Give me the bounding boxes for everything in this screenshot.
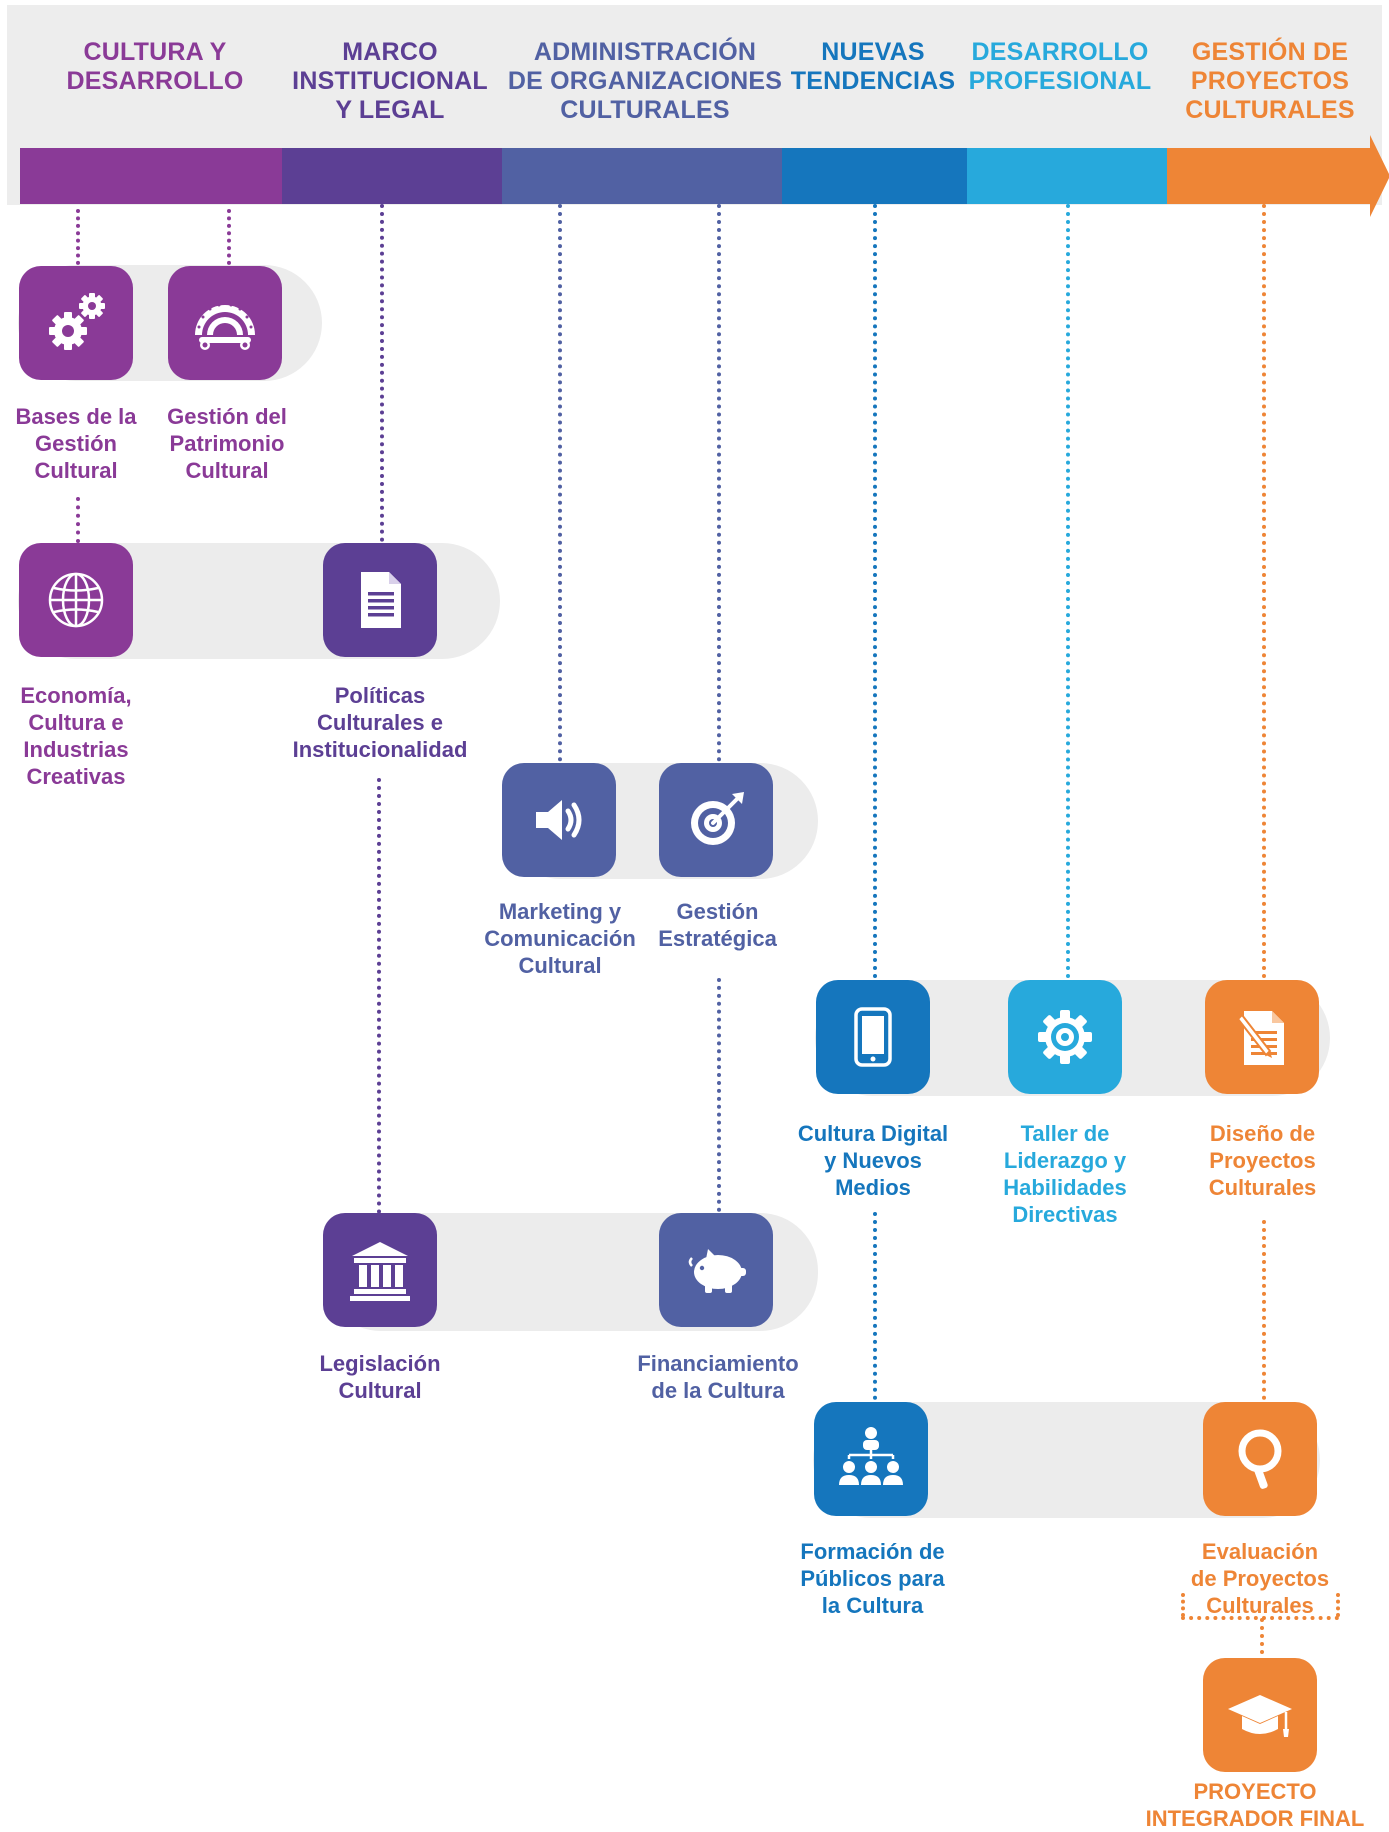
connector (76, 497, 80, 543)
target-icon (691, 792, 744, 845)
course-tile-politicas[interactable] (323, 543, 437, 657)
connector (873, 204, 877, 979)
arrow-segment-administracion (502, 148, 782, 204)
connector (76, 209, 80, 265)
connector (1066, 204, 1070, 979)
connector (1262, 204, 1266, 979)
settings-gear-icon (1038, 1010, 1092, 1064)
connector (873, 1212, 877, 1400)
edit-document-icon (1236, 1011, 1284, 1065)
connector (717, 204, 721, 762)
graduation-cap-icon (1228, 1695, 1292, 1737)
connector (1181, 1593, 1185, 1617)
course-tile-integrador[interactable] (1203, 1658, 1317, 1772)
course-tile-bases[interactable] (19, 266, 133, 380)
course-tile-diseno[interactable] (1205, 980, 1319, 1094)
piggy-bank-icon (688, 1249, 746, 1293)
connector (1336, 1593, 1340, 1617)
course-tile-patrimonio[interactable] (168, 266, 282, 380)
course-tile-financiamiento[interactable] (659, 1213, 773, 1327)
connector (1262, 1220, 1266, 1400)
arrow-segment-cultura (20, 148, 282, 204)
course-tile-marketing[interactable] (502, 763, 616, 877)
arrow-segment-gestion (1167, 148, 1370, 204)
connector (558, 204, 562, 762)
course-tile-legislacion[interactable] (323, 1213, 437, 1327)
connector (1260, 1618, 1264, 1654)
institution-building-icon (350, 1242, 410, 1301)
connector (377, 778, 381, 1214)
heritage-arch-icon (195, 303, 255, 350)
connector (717, 978, 721, 1212)
gears-icon (49, 293, 105, 350)
arrow-segment-marco (282, 148, 502, 204)
document-icon (361, 572, 401, 628)
course-tile-digital[interactable] (816, 980, 930, 1094)
arrow-segment-nuevas (782, 148, 967, 204)
timeline-arrow (20, 135, 1389, 217)
course-tile-liderazgo[interactable] (1008, 980, 1122, 1094)
globe-icon (48, 572, 104, 628)
connector (227, 209, 231, 265)
tablet-icon (854, 1007, 892, 1067)
arrow-segment-desarrollo (967, 148, 1167, 204)
speaker-icon (536, 800, 582, 840)
connector (380, 204, 384, 542)
arrow-tip (1370, 135, 1389, 217)
course-tile-evaluacion[interactable] (1203, 1402, 1317, 1516)
course-tile-estrategica[interactable] (659, 763, 773, 877)
audience-network-icon (839, 1427, 903, 1485)
magnifier-icon (1238, 1429, 1282, 1489)
course-tile-publicos[interactable] (814, 1402, 928, 1516)
course-tile-economia[interactable] (19, 543, 133, 657)
